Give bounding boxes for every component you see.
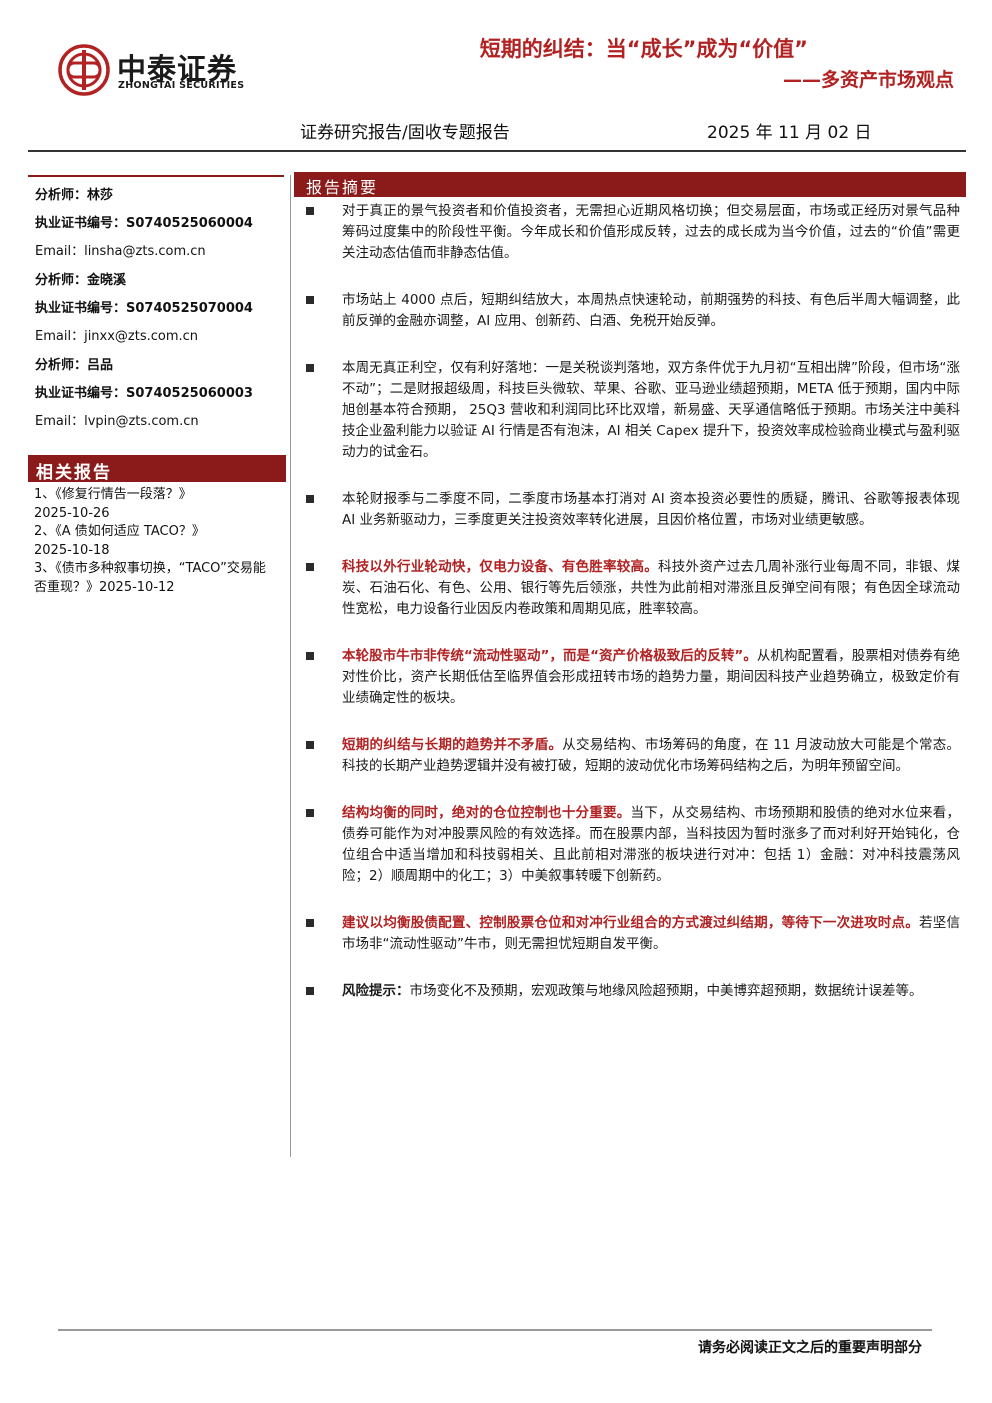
analyst-block: 分析师：金晓溪 执业证书编号：S0740525070004 Email：jinx… [35,269,285,353]
analyst-label: 分析师： [35,358,88,373]
cert-label: 执业证书编号： [35,386,127,401]
report-type: 证券研究报告/固收专题报告 [300,123,510,143]
bullet-square-icon [306,741,314,749]
summary-bullet: 本轮财报季与二季度不同，二季度市场基本打消对 AI 资本投资必要性的质疑，腾讯、… [300,489,960,531]
bullet-square-icon [306,652,314,660]
bullet-square-icon [306,563,314,571]
summary-bullet: 建议以均衡股债配置、控制股票仓位和对冲行业组合的方式渡过纠结期，等待下一次进攻时… [300,913,960,955]
analyst-email-line: Email：linsha@zts.com.cn [35,240,285,268]
analyst-email-line: Email：jinxx@zts.com.cn [35,325,285,353]
bullet-lead: 短期的纠结与长期的趋势并不矛盾。 [342,737,563,753]
analyst-label: 分析师： [35,188,88,203]
summary-bullet: 市场站上 4000 点后，短期纠结放大，本周热点快速轮动，前期强势的科技、有色后… [300,290,960,332]
zhongtai-logo-icon [58,44,110,96]
summary-bullet: 对于真正的景气投资者和价值投资者，无需担心近期风格切换；但交易层面，市场或正经历… [300,201,960,264]
bullet-text: 科技外资产过去几周补涨行业每周不同，非银、煤炭、石油石化、有色、公用、银行等先后… [342,559,961,617]
analyst-block: 分析师：林莎 执业证书编号：S0740525060004 Email：linsh… [35,184,285,268]
bullet-text: 本轮财报季与二季度不同，二季度市场基本打消对 AI 资本投资必要性的质疑，腾讯、… [342,491,960,528]
analyst-email-link[interactable]: lvpin@zts.com.cn [84,414,199,429]
related-report-title: 2、《A 债如何适应 TACO？》 [34,524,205,539]
bullet-text: 对于真正的景气投资者和价值投资者，无需担心近期风格切换；但交易层面，市场或正经历… [342,203,960,261]
analyst-cert-line: 执业证书编号：S0740525070004 [35,297,285,325]
analyst-name: 吕品 [87,358,114,373]
bullet-lead: 本轮股市牛市非传统“流动性驱动”，而是“资产价格极致后的反转”。 [342,648,757,664]
bullet-lead: 结构均衡的同时，绝对的仓位控制也十分重要。 [342,805,631,821]
bullet-text: 从机构配置看，股票相对债券有绝对性价比，资产长期低估至临界值会形成扭转市场的趋势… [342,648,960,706]
left-column-top-rule [28,175,284,177]
bullet-text: 市场变化不及预期，宏观政策与地缘风险超预期，中美博弈超预期，数据统计误差等。 [409,983,923,999]
cert-number: S0740525060004 [126,216,253,231]
email-label: Email： [35,244,85,259]
column-divider [290,175,291,1157]
analyst-name: 金晓溪 [87,273,127,288]
summary-bullet: 短期的纠结与长期的趋势并不矛盾。从交易结构、市场筹码的角度，在 11 月波动放大… [300,735,960,777]
summary-title: 报告摘要 [306,178,379,197]
bullet-lead: 风险提示： [342,983,410,999]
bullet-square-icon [306,987,314,995]
related-reports-title: 相关报告 [36,463,112,483]
related-report-date: 2025-10-12 [99,579,175,595]
analyst-email-line: Email：lvpin@zts.com.cn [35,410,285,438]
header-divider [28,150,966,152]
bullet-lead: 科技以外行业轮动快，仅电力设备、有色胜率较高。 [342,559,658,575]
summary-bullet: 结构均衡的同时，绝对的仓位控制也十分重要。当下，从交易结构、市场预期和股债的绝对… [300,803,960,887]
analyst-name-line: 分析师：吕品 [35,354,285,382]
report-title: 短期的纠结：当“成长”成为“价值” [479,37,808,61]
bullet-text: 本周无真正利空，仅有利好落地：一是关税谈判落地，双方条件优于九月初“互相出牌”阶… [342,360,960,460]
bullet-text: 从交易结构、市场筹码的角度，在 11 月波动放大可能是个常态。科技的长期产业趋势… [342,737,961,774]
summary-bullet: 科技以外行业轮动快，仅电力设备、有色胜率较高。科技外资产过去几周补涨行业每周不同… [300,557,960,620]
footer-disclaimer: 请务必阅读正文之后的重要声明部分 [698,1340,922,1356]
summary-header-bar [294,172,966,197]
footer-divider [58,1329,932,1331]
brand-name-cn: 中泰证券 [117,52,238,86]
report-subtitle: ——多资产市场观点 [782,69,954,91]
bullet-text: 当下，从交易结构、市场预期和股债的绝对水位来看，债券可能作为对冲股票风险的有效选… [342,805,961,884]
analyst-block: 分析师：吕品 执业证书编号：S0740525060003 Email：lvpin… [35,354,285,438]
summary-bullet: 本轮股市牛市非传统“流动性驱动”，而是“资产价格极致后的反转”。从机构配置看，股… [300,646,960,709]
bullet-lead: 建议以均衡股债配置、控制股票仓位和对冲行业组合的方式渡过纠结期，等待下一次进攻时… [342,915,920,931]
related-reports-list: 1、《修复行情告一段落？》 2025-10-26 2、《A 债如何适应 TACO… [34,486,278,597]
email-label: Email： [35,329,85,344]
cert-number: S0740525070004 [126,301,253,316]
cert-number: S0740525060003 [126,386,253,401]
related-report-item[interactable]: 3、《债市多种叙事切换，“TACO”交易能否重现？》2025-10-12 [34,560,278,597]
analyst-email-link[interactable]: jinxx@zts.com.cn [84,329,199,344]
bullet-square-icon [306,207,314,215]
bullet-text: 市场站上 4000 点后，短期纠结放大，本周热点快速轮动，前期强势的科技、有色后… [342,292,960,329]
cert-label: 执业证书编号： [35,216,127,231]
related-report-item[interactable]: 2、《A 债如何适应 TACO？》 2025-10-18 [34,523,278,560]
summary-bullet: 本周无真正利空，仅有利好落地：一是关税谈判落地，双方条件优于九月初“互相出牌”阶… [300,358,960,463]
bullet-text: 若坚信市场非“流动性驱动”牛市，则无需担忧短期自发平衡。 [342,915,961,952]
analyst-cert-line: 执业证书编号：S0740525060003 [35,382,285,410]
summary-bullets: 对于真正的景气投资者和价值投资者，无需担心近期风格切换；但交易层面，市场或正经历… [300,201,960,1002]
report-date: 2025 年 11 月 02 日 [707,123,872,143]
bullet-square-icon [306,495,314,503]
bullet-square-icon [306,364,314,372]
related-report-date: 2025-10-18 [34,542,110,558]
analyst-name-line: 分析师：林莎 [35,184,285,212]
bullet-square-icon [306,919,314,927]
bullet-square-icon [306,809,314,817]
analyst-email-link[interactable]: linsha@zts.com.cn [84,244,206,259]
summary-bullet: 风险提示：市场变化不及预期，宏观政策与地缘风险超预期，中美博弈超预期，数据统计误… [300,981,960,1002]
brand-name-en: ZHONGTAI SECURITIES [118,80,245,91]
related-report-title: 1、《修复行情告一段落？》 [34,487,192,502]
cert-label: 执业证书编号： [35,301,127,316]
related-report-date: 2025-10-26 [34,505,110,521]
analyst-label: 分析师： [35,273,88,288]
email-label: Email： [35,414,85,429]
related-report-title: 3、《债市多种叙事切换，“TACO”交易能否重现？》 [34,561,266,595]
related-report-item[interactable]: 1、《修复行情告一段落？》 2025-10-26 [34,486,278,523]
bullet-square-icon [306,296,314,304]
analyst-name-line: 分析师：金晓溪 [35,269,285,297]
analyst-name: 林莎 [87,188,114,203]
related-reports-header [28,455,286,482]
analyst-cert-line: 执业证书编号：S0740525060004 [35,212,285,240]
